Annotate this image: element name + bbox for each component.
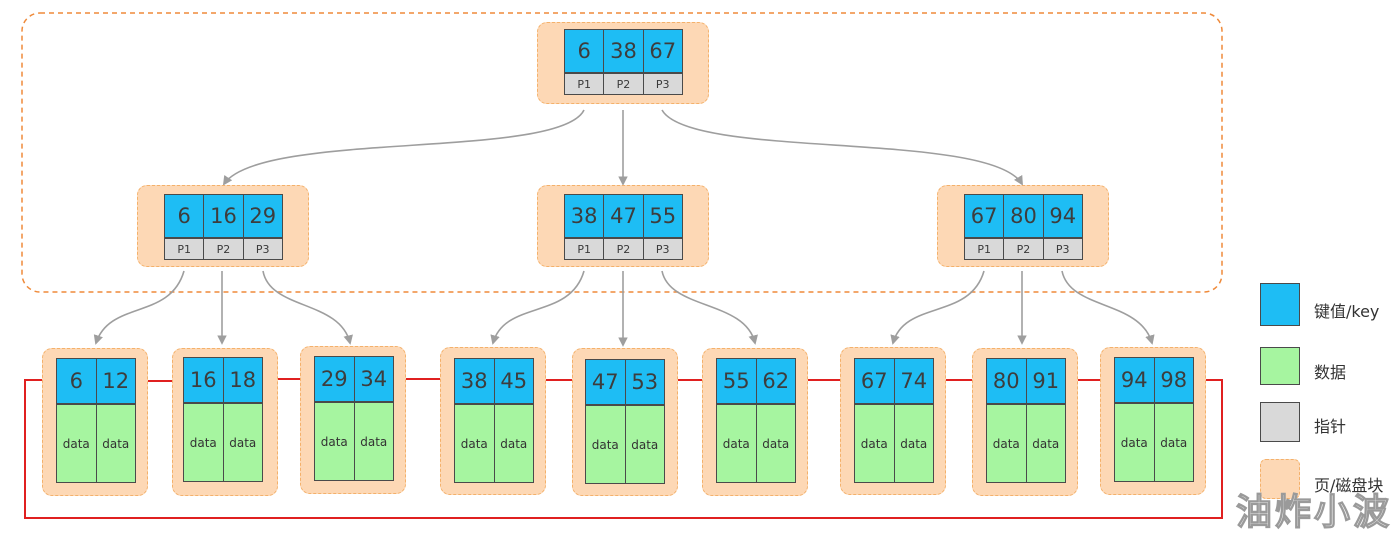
leaf-node-7-key-1: 67	[854, 358, 895, 404]
int2-p1-arrow	[490, 270, 585, 345]
non-leaf-region-outline	[21, 12, 1223, 293]
leaf-node-4-key-2: 45	[493, 358, 534, 404]
leaf-node-2-key-1: 16	[183, 357, 224, 403]
leaf-node-5-data-2: data	[624, 405, 665, 484]
root-node-key-3: 67	[642, 29, 683, 73]
leaf-node-3-data-1: data	[314, 402, 355, 481]
int2-p3-arrow	[661, 270, 758, 345]
leaf-node-4-key-1: 38	[454, 358, 495, 404]
leaf-node-9-data-2: data	[1153, 403, 1194, 482]
leaf-node-3-data-2: data	[353, 402, 394, 481]
internal-node-1-key-3: 29	[242, 194, 283, 238]
internal-node-3-key-1: 67	[964, 194, 1005, 238]
internal-node-1-pointer-3: P3	[242, 238, 283, 260]
leaf-node-7-key-2: 74	[893, 358, 934, 404]
leaf-node-9-data-1: data	[1114, 403, 1155, 482]
legend-key-swatch	[1260, 283, 1300, 326]
internal-node-3-pointer-2: P2	[1003, 238, 1044, 260]
internal-node-2-pointer-2: P2	[603, 238, 644, 260]
root-node-pointer-2: P2	[603, 73, 644, 95]
internal-node-3-pointer-1: P1	[964, 238, 1005, 260]
legend-pointer-swatch	[1260, 402, 1300, 442]
internal-node-3-key-2: 80	[1003, 194, 1044, 238]
leaf-node-1-data-2: data	[95, 404, 136, 483]
leaf-node-5-key-1: 47	[585, 359, 626, 405]
root-p3-arrow	[661, 109, 1023, 186]
leaf-node-3-key-1: 29	[314, 356, 355, 402]
internal-node-2-key-2: 47	[603, 194, 644, 238]
legend-page-label: 页/磁盘块	[1314, 476, 1384, 495]
internal-node-3-key-3: 94	[1042, 194, 1083, 238]
leaf-node-2-data-1: data	[183, 403, 224, 482]
leaf-node-8-key-1: 80	[986, 358, 1027, 404]
root-node-key-1: 6	[564, 29, 605, 73]
internal-node-1-key-1: 6	[164, 194, 205, 238]
leaf-node-2-data-2: data	[222, 403, 263, 482]
internal-node-2-key-1: 38	[564, 194, 605, 238]
internal-node-3-pointer-3: P3	[1042, 238, 1083, 260]
int1-p1-arrow	[93, 270, 185, 345]
leaf-node-6-data-2: data	[755, 404, 796, 483]
leaf-node-1-key-2: 12	[95, 358, 136, 404]
root-p1-arrow	[222, 109, 585, 186]
leaf-node-8-data-2: data	[1025, 404, 1066, 483]
leaf-node-6-key-2: 62	[755, 358, 796, 404]
leaf-node-4-data-2: data	[493, 404, 534, 483]
internal-node-2-pointer-1: P1	[564, 238, 605, 260]
root-node-pointer-1: P1	[564, 73, 605, 95]
legend-data-swatch	[1260, 347, 1300, 385]
leaf-node-9-key-1: 94	[1114, 357, 1155, 403]
root-node-pointer-3: P3	[642, 73, 683, 95]
int3-p3-arrow	[1061, 270, 1155, 345]
int1-p3-arrow	[262, 270, 353, 345]
leaf-node-6-key-1: 55	[716, 358, 757, 404]
leaf-node-5-key-2: 53	[624, 359, 665, 405]
internal-node-2-key-3: 55	[642, 194, 683, 238]
leaf-node-8-data-1: data	[986, 404, 1027, 483]
legend-key-label: 键值/key	[1314, 302, 1380, 321]
leaf-node-1-key-1: 6	[56, 358, 97, 404]
tree-pointer-arrows	[93, 109, 1155, 347]
internal-node-1-pointer-1: P1	[164, 238, 205, 260]
leaf-node-4-data-1: data	[454, 404, 495, 483]
leaf-node-6-data-1: data	[716, 404, 757, 483]
legend-page-swatch	[1260, 459, 1300, 499]
leaf-node-1-data-1: data	[56, 404, 97, 483]
leaf-node-5-data-1: data	[585, 405, 626, 484]
leaf-loop-arrow	[24, 376, 1223, 519]
leaf-node-9-key-2: 98	[1153, 357, 1194, 403]
legend-pointer-label: 指针	[1314, 417, 1347, 436]
root-node-key-2: 38	[603, 29, 644, 73]
watermark: 油炸小波	[1235, 491, 1392, 533]
internal-node-1-key-2: 16	[203, 194, 244, 238]
leaf-node-7-data-2: data	[893, 404, 934, 483]
leaf-node-8-key-2: 91	[1025, 358, 1066, 404]
legend-data-label: 数据	[1314, 363, 1347, 382]
internal-node-2-pointer-3: P3	[642, 238, 683, 260]
leaf-node-2-key-2: 18	[222, 357, 263, 403]
int3-p1-arrow	[890, 270, 985, 345]
internal-node-1-pointer-2: P2	[203, 238, 244, 260]
leaf-node-7-data-1: data	[854, 404, 895, 483]
leaf-node-3-key-2: 34	[353, 356, 394, 402]
